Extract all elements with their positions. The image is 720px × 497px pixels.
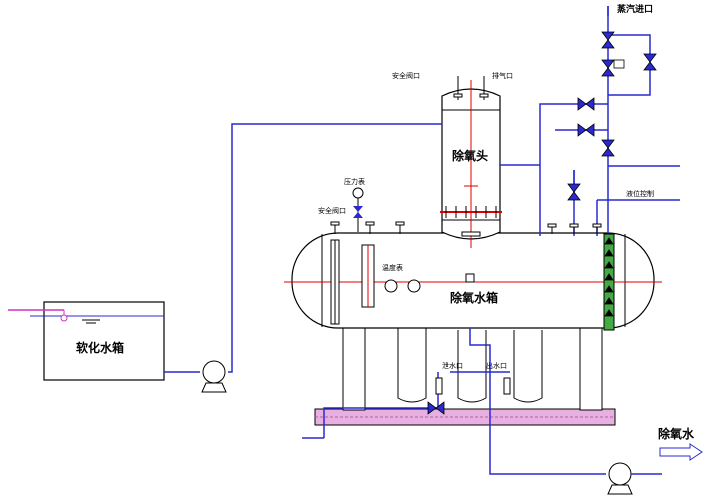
sight-glass xyxy=(330,239,375,325)
deaerated-water-arrow: 除氧水 xyxy=(658,426,703,461)
steam-pipework xyxy=(500,6,680,236)
deaerator-tank-label: 除氧水箱 xyxy=(450,290,498,305)
level-gauge-label: 液位控制 xyxy=(626,189,654,198)
steam-valves xyxy=(567,31,657,201)
deaerator-head: 除氧头 安全阀口 排气口 xyxy=(392,71,513,248)
foundation-slab xyxy=(314,408,616,426)
outlet-valves xyxy=(427,401,445,415)
soft-water-tank: 软化水箱 xyxy=(30,301,165,381)
feed-water-pipe xyxy=(164,123,442,373)
outlet-port-label: 出水口 xyxy=(486,361,507,370)
safety-valve-top-label: 安全阀口 xyxy=(392,71,420,80)
tank-nozzles xyxy=(330,221,602,234)
drain-port-label: 泄水口 xyxy=(442,361,463,370)
pressure-gauge: 压力表 xyxy=(344,177,365,232)
outlet-pump xyxy=(607,462,662,495)
pressure-gauge-label: 压力表 xyxy=(344,177,365,186)
level-gauge: 液位控制 xyxy=(603,189,654,331)
raw-water-inlet xyxy=(8,309,68,322)
support-legs xyxy=(342,299,603,411)
thermometer-label: 温度表 xyxy=(382,263,403,272)
thermometer: 温度表 xyxy=(382,263,475,293)
vent-top-label: 排气口 xyxy=(492,71,513,80)
soft-water-tank-label: 软化水箱 xyxy=(76,340,124,355)
deaerator-head-label: 除氧头 xyxy=(452,148,488,163)
steam-inlet-label: 蒸汽进口 xyxy=(617,3,653,15)
deaerated-water-label: 除氧水 xyxy=(658,426,695,441)
safety-valve-tank-label: 安全阀口 xyxy=(318,206,346,215)
feed-pump xyxy=(201,360,227,393)
